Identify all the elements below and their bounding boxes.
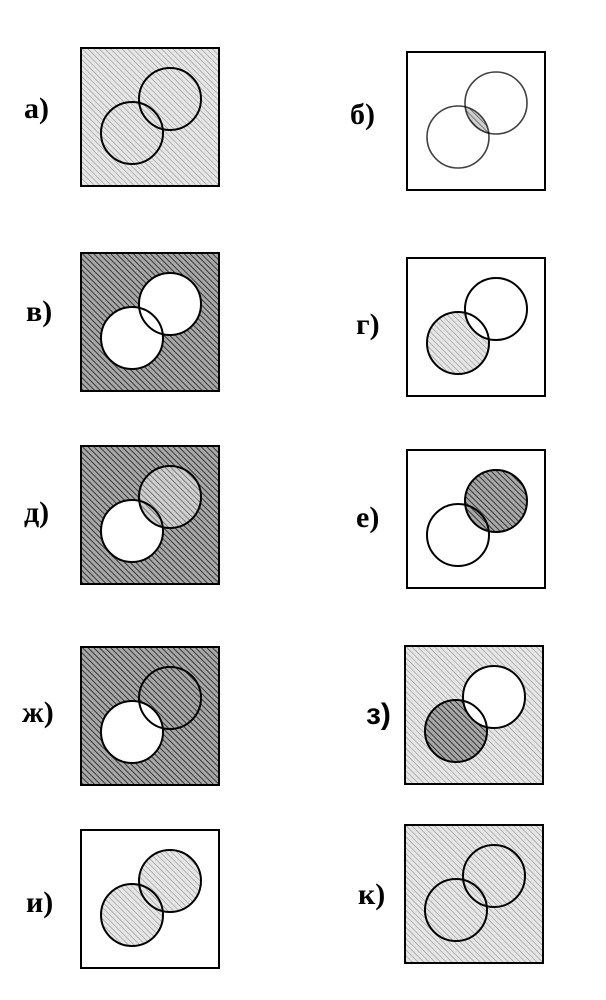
intersection-region [139, 701, 163, 729]
venn-diagram-z [404, 645, 544, 785]
diagram-label-z: з) [366, 698, 391, 731]
diagram-label-e: е) [356, 501, 380, 534]
set-a-outline [100, 499, 164, 563]
universe-border [80, 252, 220, 392]
diagram-label-a: а) [24, 92, 49, 125]
universe-border [406, 51, 546, 191]
venn-diagram-d [80, 445, 220, 585]
venn-diagram-v [80, 252, 220, 392]
universe-border [406, 449, 546, 589]
venn-diagram-b [406, 51, 546, 191]
intersection-region [465, 106, 489, 134]
diagram-label-v: в) [26, 295, 53, 328]
set-b-outline [138, 67, 202, 131]
venn-diagram-e [406, 449, 546, 589]
venn-svg [406, 449, 546, 589]
venn-diagram-zh [80, 646, 220, 786]
venn-diagram-a [80, 47, 220, 187]
venn-svg [406, 257, 546, 397]
set-a-outline [100, 306, 164, 370]
venn-diagram-k [404, 824, 544, 964]
universe-border [80, 646, 220, 786]
intersection-region [139, 307, 163, 335]
venn-svg [80, 829, 220, 969]
set-a-outline [426, 105, 490, 169]
set-a-outline [426, 311, 490, 375]
venn-diagram-i [80, 829, 220, 969]
venn-svg [80, 646, 220, 786]
venn-svg [404, 645, 544, 785]
set-b-outline [462, 665, 526, 729]
set-b-outline [464, 277, 528, 341]
universe-border [80, 47, 220, 187]
set-a-outline [426, 503, 490, 567]
set-a-outline [100, 700, 164, 764]
set-b-outline [138, 272, 202, 336]
venn-svg [80, 445, 220, 585]
set-a-outline [424, 878, 488, 942]
intersection-region [465, 504, 489, 532]
universe-border [406, 257, 546, 397]
universe-border [80, 829, 220, 969]
set-b-outline [138, 849, 202, 913]
intersection-region [463, 879, 487, 907]
diagram-label-g: г) [356, 308, 380, 341]
intersection-region [139, 102, 163, 130]
universe-border [80, 445, 220, 585]
universe-border [404, 824, 544, 964]
set-b-outline [464, 469, 528, 533]
venn-svg [80, 47, 220, 187]
universe-border [404, 645, 544, 785]
venn-svg [404, 824, 544, 964]
diagram-label-b: б) [350, 98, 375, 131]
intersection-region [463, 700, 487, 728]
intersection-region [465, 312, 489, 340]
set-b-outline [464, 71, 528, 135]
set-a-outline [100, 101, 164, 165]
venn-svg [80, 252, 220, 392]
set-a-outline [424, 699, 488, 763]
venn-svg [406, 51, 546, 191]
venn-diagram-g [406, 257, 546, 397]
set-b-outline [138, 666, 202, 730]
diagram-label-d: д) [24, 496, 50, 529]
set-a-outline [100, 883, 164, 947]
intersection-region [139, 884, 163, 912]
set-b-outline [462, 844, 526, 908]
set-b-outline [138, 465, 202, 529]
diagram-label-zh: ж) [22, 696, 54, 729]
intersection-region [139, 500, 163, 528]
diagram-label-k: к) [358, 878, 386, 911]
diagram-label-i: и) [26, 886, 54, 919]
